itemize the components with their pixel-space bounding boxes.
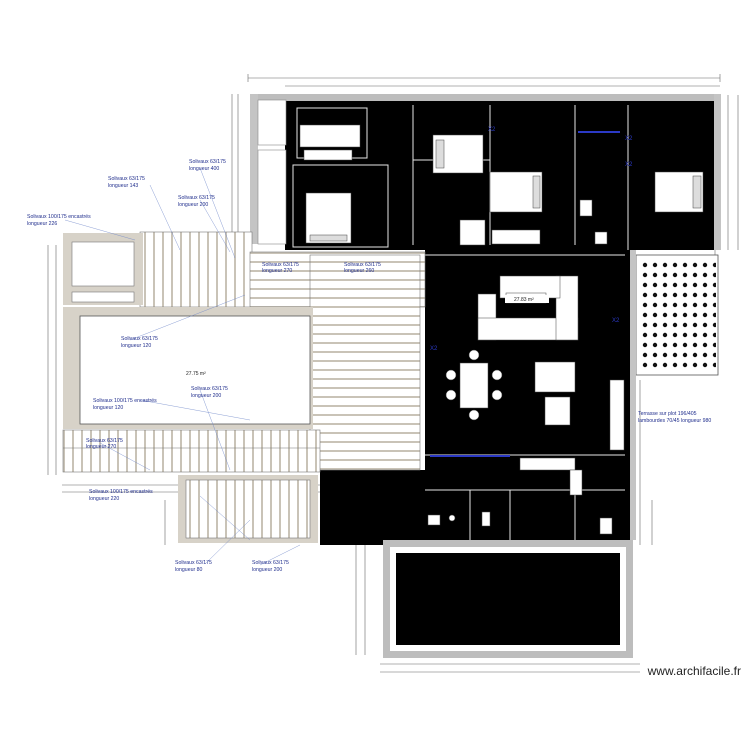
svg-text:X2: X2 xyxy=(612,318,620,324)
area-labels: 27.75 m² 27.83 m² xyxy=(186,295,549,377)
svg-text:longueur 120: longueur 120 xyxy=(93,405,123,411)
svg-text:longueur 260: longueur 260 xyxy=(344,268,374,274)
svg-text:X2: X2 xyxy=(430,346,438,352)
note-solivaux-1: Solivaux 63/175 xyxy=(189,159,226,165)
watermark: www.archifacile.fr xyxy=(647,664,741,678)
accent-lines xyxy=(430,131,620,457)
bed-icon xyxy=(305,192,352,244)
living-area-label: 27.83 m² xyxy=(514,297,534,303)
furniture-beds xyxy=(299,124,704,246)
svg-text:longueur 226: longueur 226 xyxy=(27,221,57,227)
note-solivaux-5: Solivaux 63/175 xyxy=(121,336,158,342)
note-solivaux-11: Solivaux 63/175 xyxy=(252,560,289,566)
note-solivaux-12: Solivaux 63/175 xyxy=(262,262,299,268)
note-solivaux-13: Solivaux 63/175 xyxy=(344,262,381,268)
house-structure xyxy=(250,94,721,545)
note-solivaux-8: Solivaux 63/175 xyxy=(86,438,123,444)
note-solivaux-3: Solivaux 63/175 xyxy=(178,195,215,201)
counter-icon xyxy=(519,457,576,471)
bathtub-icon xyxy=(491,229,541,245)
leader-lines xyxy=(64,167,301,566)
note-solivaux-10: Solivaux 63/175 xyxy=(175,560,212,566)
svg-text:longueur 220: longueur 220 xyxy=(89,496,119,502)
note-solivaux-9: Solivaux 100/175 encastrés xyxy=(89,489,153,495)
svg-text:lambourdes 70/45 longueur 980: lambourdes 70/45 longueur 980 xyxy=(638,418,711,424)
toilet-icon xyxy=(299,124,361,148)
svg-text:X2: X2 xyxy=(488,127,496,133)
pool-area-label: 27.75 m² xyxy=(186,371,206,377)
svg-text:longueur 270: longueur 270 xyxy=(86,444,116,450)
dining-table-icon xyxy=(459,362,489,409)
kitchen-island-icon xyxy=(534,361,576,393)
note-solivaux-6: Solivaux 63/175 xyxy=(191,386,228,392)
svg-text:longueur 200: longueur 200 xyxy=(191,393,221,399)
bathtub-icon xyxy=(459,219,486,246)
dotted-terrace xyxy=(630,250,719,540)
note-solivaux-7: Solivaux 100/175 encastrés xyxy=(93,398,157,404)
svg-text:longueur 120: longueur 120 xyxy=(121,343,151,349)
svg-text:X2: X2 xyxy=(625,136,633,142)
pool-bottom xyxy=(383,540,633,658)
note-terrasse: Terrasse sur plot 196/405 xyxy=(638,411,697,417)
marker-tags: X2 X2 X2 X2 X2 xyxy=(430,127,633,352)
deck-areas xyxy=(62,231,426,543)
svg-text:X2: X2 xyxy=(625,162,633,168)
svg-text:longueur 400: longueur 400 xyxy=(189,166,219,172)
svg-text:longueur 270: longueur 270 xyxy=(262,268,292,274)
note-solivaux-2: Solivaux 63/175 xyxy=(108,176,145,182)
svg-text:longueur 80: longueur 80 xyxy=(175,567,203,573)
svg-text:longueur 143: longueur 143 xyxy=(108,183,138,189)
annotations: Solivaux 63/175 longueur 400 Solivaux 63… xyxy=(27,159,711,573)
svg-text:longueur 200: longueur 200 xyxy=(252,567,282,573)
furniture-living xyxy=(427,275,625,553)
note-solivaux-4: Solivaux 100/175 encastrés xyxy=(27,214,91,220)
svg-text:longueur 200: longueur 200 xyxy=(178,202,208,208)
